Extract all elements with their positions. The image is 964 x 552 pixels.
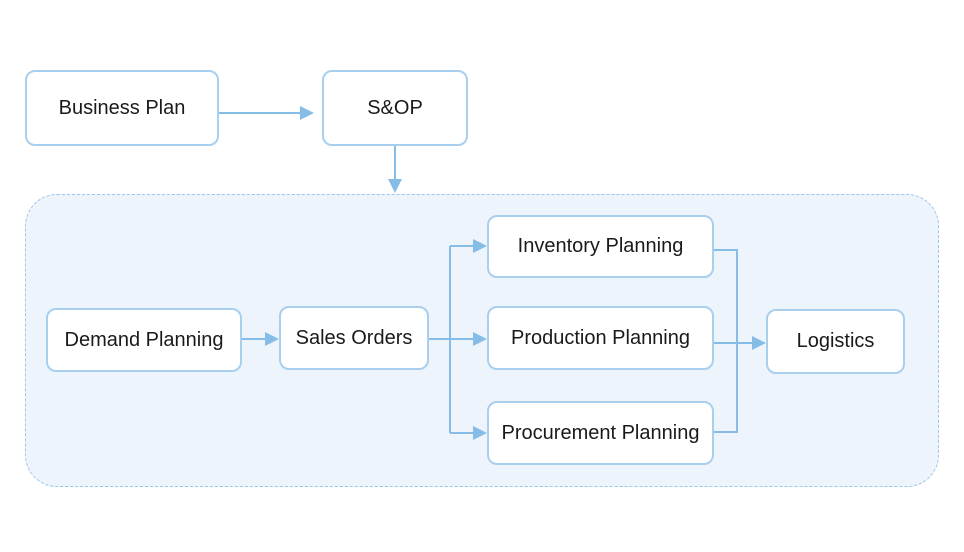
node-production-planning: Production Planning: [487, 306, 714, 370]
node-sop: S&OP: [322, 70, 468, 146]
node-logistics: Logistics: [766, 309, 905, 374]
node-inventory-planning: Inventory Planning: [487, 215, 714, 278]
node-demand-planning: Demand Planning: [46, 308, 242, 372]
node-business-plan: Business Plan: [25, 70, 219, 146]
edge-planning-merge: [714, 249, 738, 433]
edge-to-logistics: [714, 336, 766, 350]
node-procurement-planning: Procurement Planning: [487, 401, 714, 465]
edge-demand-to-sales-orders: [242, 332, 279, 346]
edge-sop-to-planning-group: [388, 146, 402, 193]
edge-sales-orders-to-procurement: [450, 426, 487, 440]
edge-sales-orders-split: [429, 246, 451, 433]
node-sales-orders: Sales Orders: [279, 306, 429, 370]
edge-sales-orders-to-production: [450, 332, 487, 346]
edge-sales-orders-to-inventory: [450, 239, 487, 253]
edge-business-plan-to-sop: [219, 106, 314, 120]
